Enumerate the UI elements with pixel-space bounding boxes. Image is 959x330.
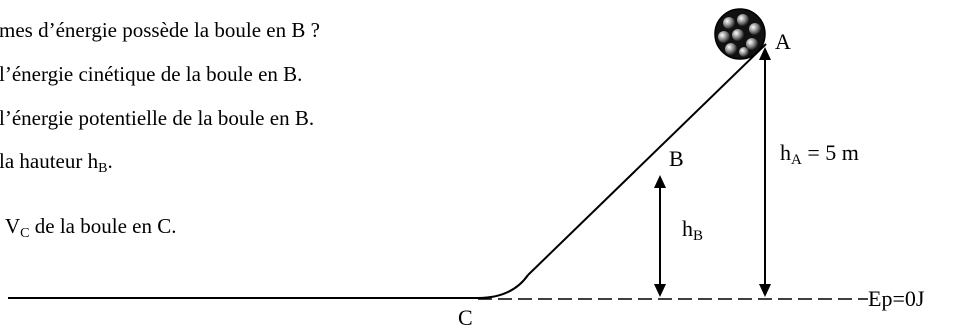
point-a-label: A bbox=[775, 29, 791, 54]
hA-label: hA = 5 m bbox=[780, 140, 859, 168]
question-line-2: l’énergie cinétique de la boule en B. bbox=[0, 62, 303, 86]
point-b-label: B bbox=[669, 146, 684, 171]
q5-subscript: C bbox=[20, 226, 30, 241]
ball bbox=[714, 8, 766, 60]
hB-main: h bbox=[682, 216, 693, 241]
hB-subscript: B bbox=[693, 228, 703, 244]
q4-text: la hauteur h bbox=[0, 149, 99, 173]
ramp-curve bbox=[477, 274, 529, 299]
question-line-3: l’énergie potentielle de la boule en B. bbox=[0, 106, 315, 130]
question-line-1: mes d’énergie possède la boule en B ? bbox=[0, 18, 320, 42]
point-c-label: C bbox=[458, 305, 473, 330]
height-arrow-hA bbox=[759, 47, 771, 297]
q5-main: V bbox=[5, 214, 21, 238]
question-line-5: VC de la boule en C. bbox=[5, 214, 177, 241]
hA-value: = 5 m bbox=[802, 140, 859, 165]
question-line-4: la hauteur hB. bbox=[0, 149, 113, 176]
height-arrow-hB bbox=[654, 175, 666, 297]
q4-end: . bbox=[107, 149, 113, 173]
q5-text: de la boule en C. bbox=[29, 214, 177, 238]
hB-label: hB bbox=[682, 216, 703, 244]
reference-level-label: Ep=0J bbox=[868, 286, 925, 311]
hA-main: h bbox=[780, 140, 791, 165]
ramp-slope bbox=[527, 43, 767, 276]
hA-subscript: A bbox=[791, 152, 802, 168]
q4-subscript: B bbox=[98, 161, 108, 176]
